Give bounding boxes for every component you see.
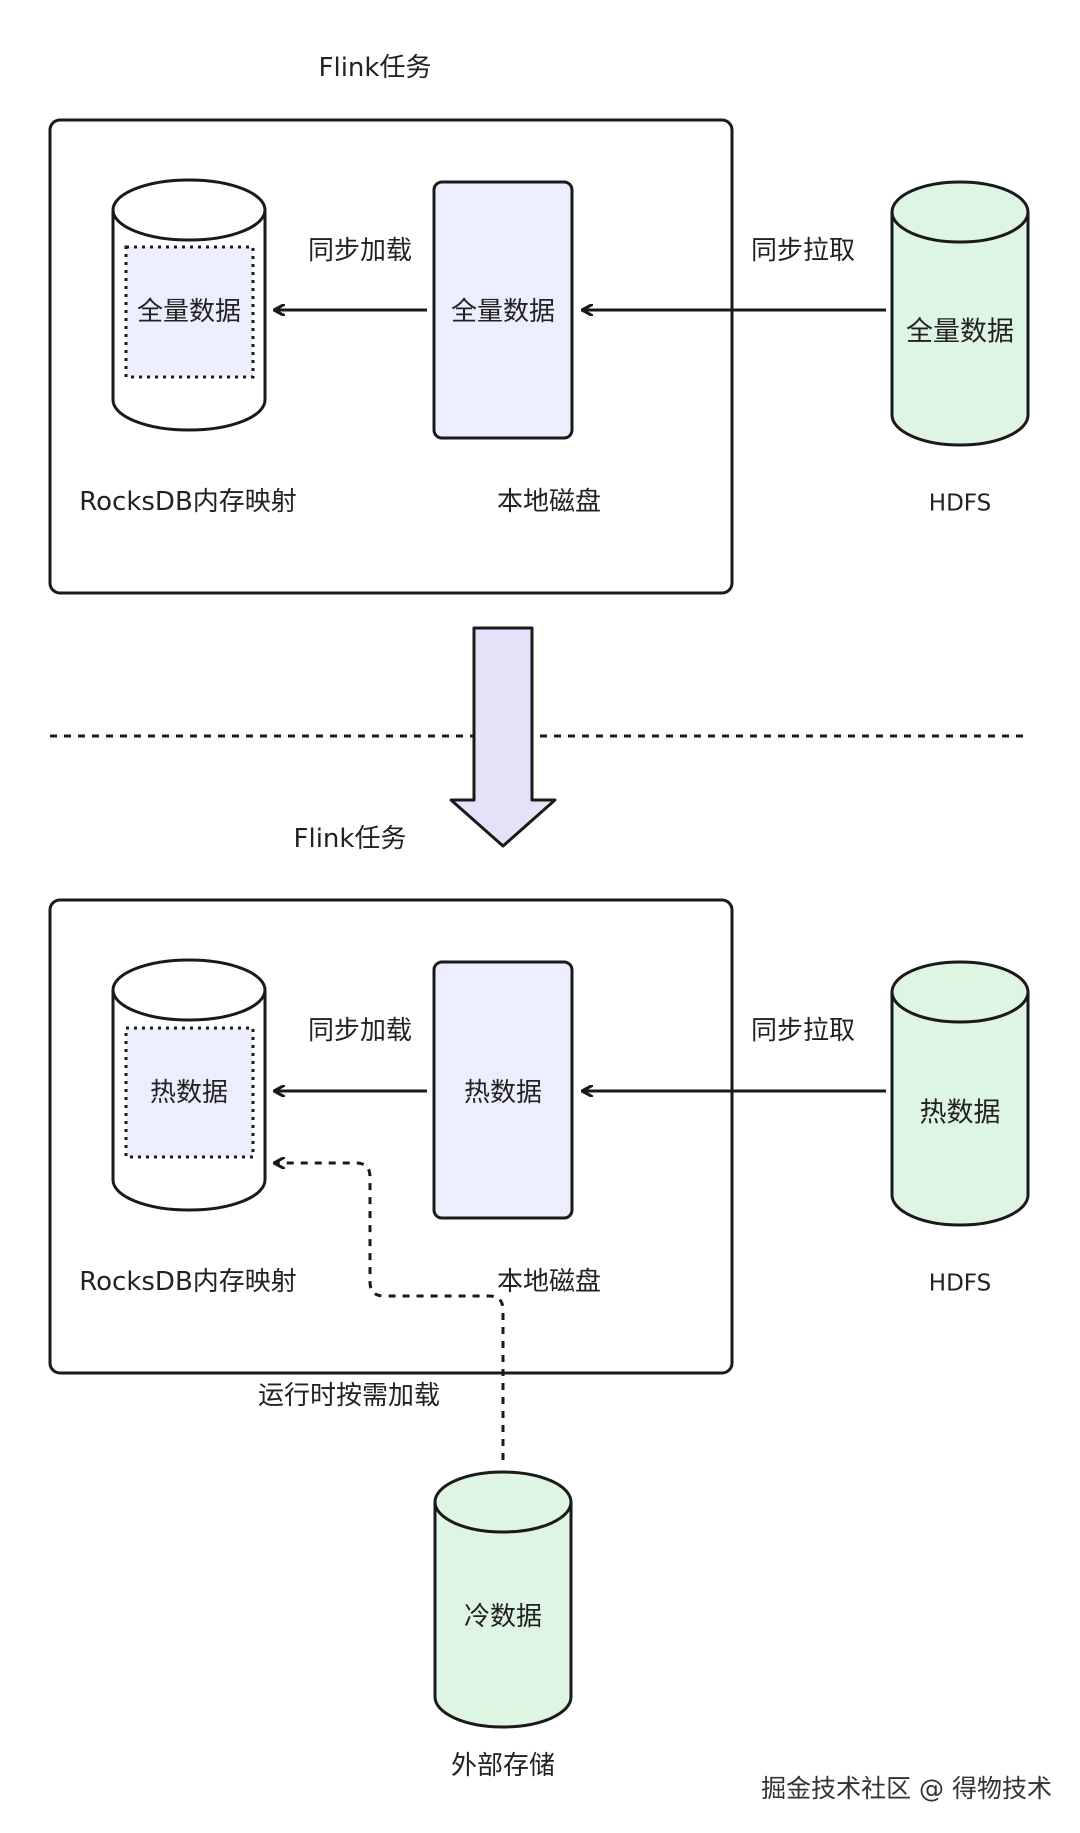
top-local-disk-label: 本地磁盘 [496,487,602,517]
bottom-local-disk [432,960,574,1220]
bottom-sync-load-label: 同步加载 [307,1016,413,1046]
bottom-hdfs-cylinder [890,960,1030,1227]
on-demand-load-label: 运行时按需加载 [257,1381,441,1411]
external-storage-cylinder [433,1470,573,1729]
top-rocksdb-label: RocksDB内存映射 [79,487,297,517]
bottom-rocksdb-label: RocksDB内存映射 [79,1267,297,1297]
bottom-rocksdb-data-text: 热数据 [149,1078,229,1108]
cold-data-text: 冷数据 [463,1602,543,1632]
big-down-arrow-icon [449,626,557,848]
top-rocksdb-data-text: 全量数据 [136,297,242,327]
watermark-text: 掘金技术社区 @ 得物技术 [761,1774,1052,1803]
bottom-disk-data-text: 热数据 [463,1078,543,1108]
external-storage-label: 外部存储 [450,1751,556,1781]
top-hdfs-data-text: 全量数据 [906,316,1014,348]
bottom-hdfs-data-text: 热数据 [919,1097,1001,1129]
top-flink-task-title: Flink任务 [318,53,432,83]
top-disk-data-text: 全量数据 [450,297,556,327]
top-hdfs-cylinder [890,180,1030,447]
on-demand-load-arrow [274,1163,505,1460]
bottom-local-disk-label: 本地磁盘 [496,1267,602,1297]
top-sync-pull-label: 同步拉取 [750,236,856,266]
top-local-disk [432,180,574,440]
bottom-rocksdb-data-region [124,1026,255,1159]
top-hdfs-label: HDFS [928,490,992,517]
bottom-sync-pull-label: 同步拉取 [750,1016,856,1046]
top-rocksdb-data-region [124,245,255,379]
bottom-flink-task-title: Flink任务 [293,824,407,854]
bottom-hdfs-label: HDFS [928,1270,992,1297]
top-sync-load-label: 同步加载 [307,236,413,266]
